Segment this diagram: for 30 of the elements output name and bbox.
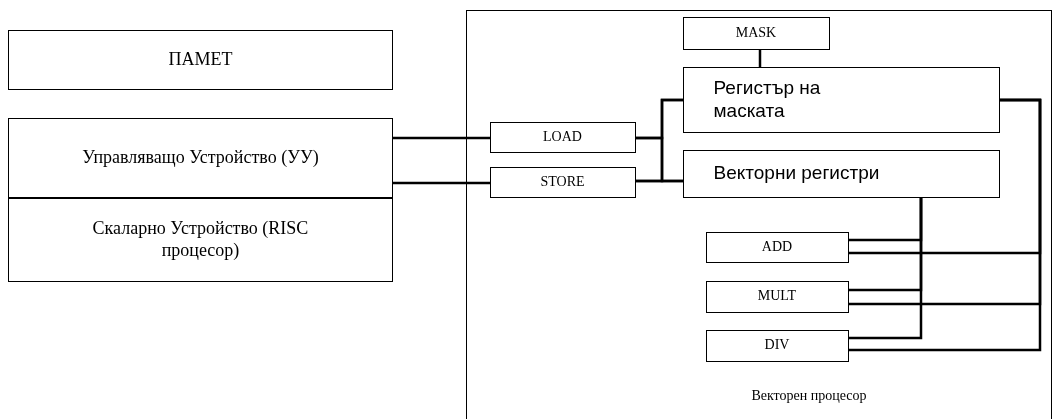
unit-box	[682, 149, 1000, 198]
unit-box	[8, 30, 393, 90]
unit-label: Векторни регистри	[713, 162, 881, 185]
unit-label: Векторен процесор	[751, 388, 867, 405]
unit-box	[682, 16, 830, 50]
unit-box	[705, 231, 849, 263]
connector-line	[849, 98, 1042, 352]
unit-label: ADD	[761, 238, 793, 256]
connector-line	[393, 136, 490, 140]
unit-label: MASK	[735, 24, 777, 42]
processor-frame	[466, 10, 1052, 419]
unit-box	[705, 280, 849, 313]
unit-label: MULT	[757, 288, 797, 305]
unit-box	[489, 121, 636, 153]
unit-label: DIV	[764, 337, 790, 354]
unit-label: LOAD	[543, 128, 582, 146]
unit-box	[8, 118, 393, 198]
unit-label: Управляващо Устройство (УУ)	[82, 147, 319, 169]
unit-box	[705, 329, 849, 362]
connector-line	[849, 198, 923, 340]
unit-box	[8, 198, 393, 282]
unit-label: ПАМЕТ	[168, 49, 233, 71]
connector-line	[393, 181, 490, 185]
unit-box	[489, 166, 636, 198]
connector-line	[758, 50, 762, 67]
connector-line	[636, 179, 683, 183]
unit-label: STORE	[540, 173, 585, 191]
unit-box	[682, 66, 1000, 133]
unit-label: Скаларно Устройство (RISC процесор)	[91, 218, 310, 262]
unit-label: Регистър на маската	[713, 76, 822, 123]
